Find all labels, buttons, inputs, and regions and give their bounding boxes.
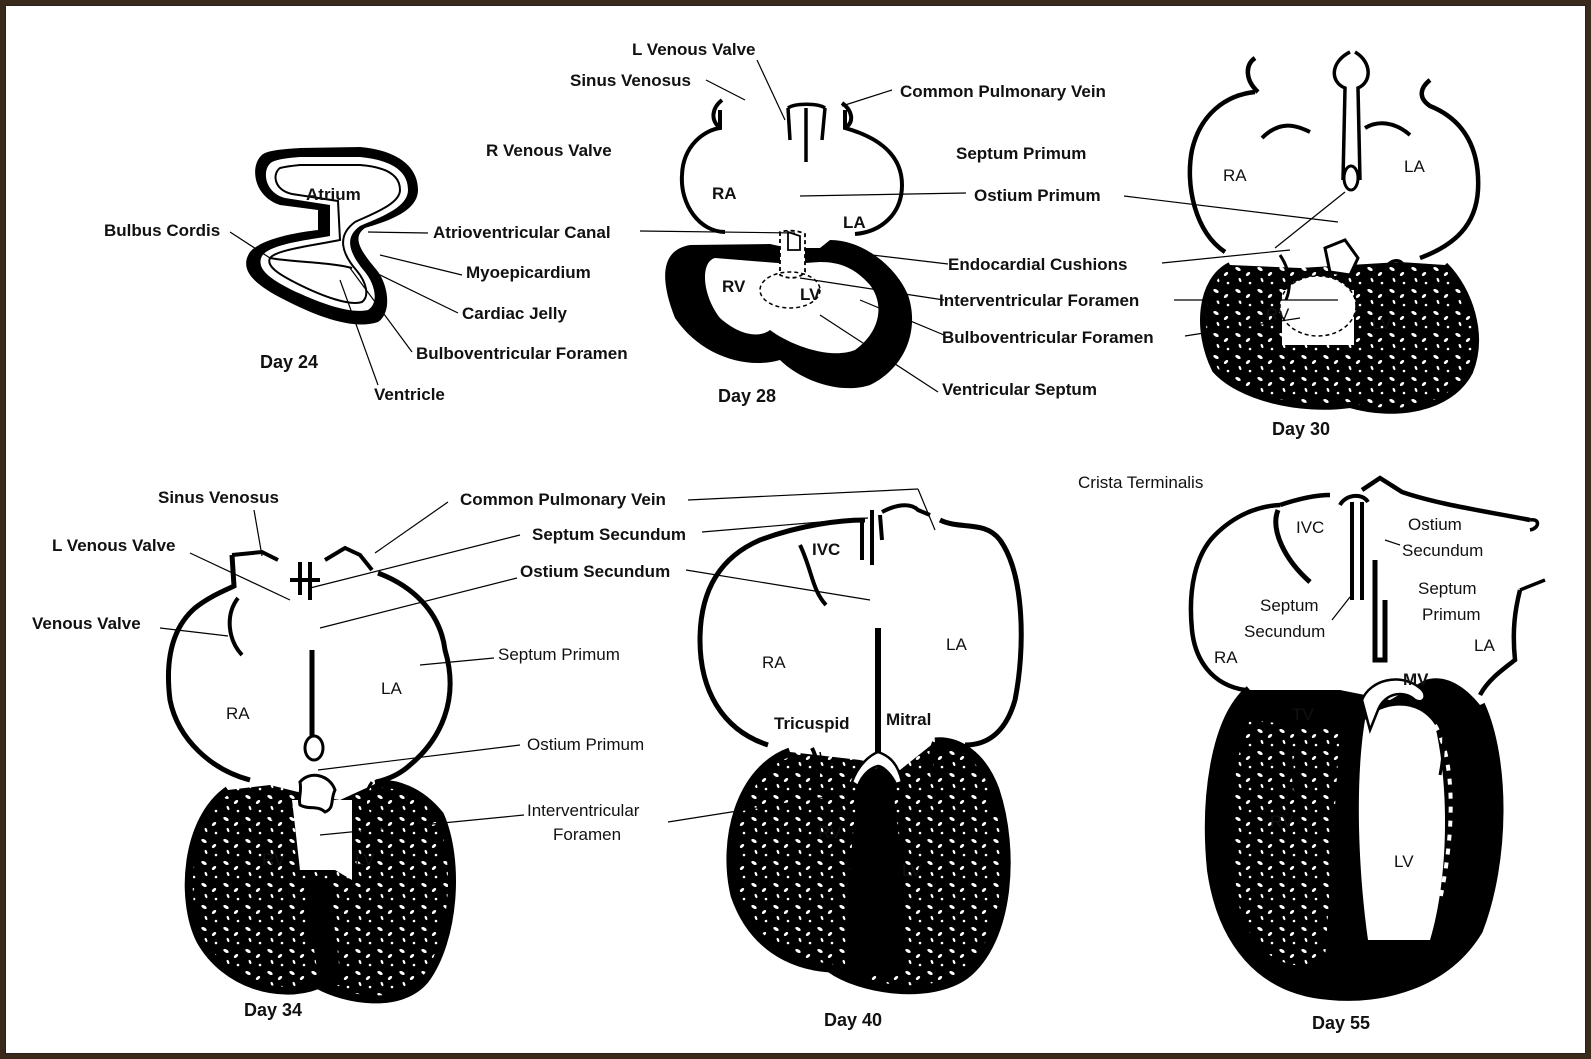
day28-rv-label: RV (722, 278, 745, 295)
day55-heart (1191, 478, 1545, 996)
day28-l-venous-valve-label: L Venous Valve (632, 41, 755, 58)
day34-sinus-venosus-label: Sinus Venosus (158, 489, 279, 506)
day55-rv-label: RV (1270, 813, 1293, 830)
day40-ra-label: RA (762, 654, 786, 671)
day55-septum-secundum-line1: Septum (1260, 597, 1319, 614)
day40-mitral-label: Mitral (886, 711, 931, 728)
day30-heart (1190, 52, 1478, 411)
day28-r-venous-valve-label: R Venous Valve (486, 142, 612, 159)
day55-la-label: LA (1474, 637, 1495, 654)
day34-ra-label: RA (226, 705, 250, 722)
day34-heart (168, 548, 452, 999)
day55-ostium-label-line1: Ostium (1408, 516, 1462, 533)
day24-ventricle-label: Ventricle (374, 386, 445, 403)
day28-sinus-venosus-label: Sinus Venosus (570, 72, 691, 89)
day30-rv-label: RV (1266, 306, 1289, 323)
day40-heart (700, 505, 1021, 989)
day55-ostium-label-line2: Secundum (1402, 542, 1483, 559)
day24-heart-tube (246, 147, 418, 325)
endocardial-cushions-label: Endocardial Cushions (948, 256, 1127, 273)
foramen-label-lower: Foramen (553, 826, 621, 843)
day28-ra-label: RA (712, 185, 737, 202)
day40-lv-label: LV (902, 862, 922, 879)
day24-myoepicardium-label: Myoepicardium (466, 264, 591, 281)
day24-bulbus-cordis-label: Bulbus Cordis (104, 222, 220, 239)
day55-mv-label: MV (1403, 671, 1429, 688)
day55-leader-lines (1332, 540, 1400, 620)
septum-primum-label-upper: Septum Primum (956, 145, 1086, 162)
day30-ra-label: RA (1223, 167, 1247, 184)
day24-cardiac-jelly-label: Cardiac Jelly (462, 305, 567, 322)
day34-caption: Day 34 (244, 1001, 302, 1019)
ostium-primum-label-lower: Ostium Primum (527, 736, 644, 753)
day40-la-label: LA (946, 636, 967, 653)
day30-la-label: LA (1404, 158, 1425, 175)
day28-common-pulmonary-vein-label: Common Pulmonary Vein (900, 83, 1106, 100)
day34-venous-valve-label: Venous Valve (32, 615, 141, 632)
interventricular-label-lower: Interventricular (527, 802, 639, 819)
day55-crista-terminalis-label: Crista Terminalis (1078, 474, 1203, 491)
day55-caption: Day 55 (1312, 1014, 1370, 1032)
day24-bulboventricular-label: Bulboventricular Foramen (416, 345, 628, 362)
day40-tricuspid-label: Tricuspid (774, 715, 850, 732)
day24-av-canal-label: Atrioventricular Canal (433, 224, 611, 241)
day28-lv-label: LV (800, 286, 820, 303)
day55-tv-label: TV (1292, 706, 1314, 723)
day55-septum-primum-line2: Primum (1422, 606, 1481, 623)
day55-ra-label: RA (1214, 649, 1238, 666)
day40-caption: Day 40 (824, 1011, 882, 1029)
day28-ventricular-septum-label: Ventricular Septum (942, 381, 1097, 398)
day40-ivc-label: IVC (812, 541, 840, 558)
ostium-primum-label-upper: Ostium Primum (974, 187, 1101, 204)
day28-la-label: LA (843, 214, 866, 231)
day40-rv-label: RV (818, 824, 841, 841)
ostium-secundum-label-lower: Ostium Secundum (520, 563, 670, 580)
day30-lv-label: LV (1372, 315, 1392, 332)
bulboventricular-foramen-label-upper: Bulboventricular Foramen (942, 329, 1154, 346)
day55-lv-label: LV (1394, 853, 1414, 870)
common-pulmonary-vein-label-lower: Common Pulmonary Vein (460, 491, 666, 508)
interventricular-foramen-label-upper: Interventricular Foramen (939, 292, 1139, 309)
day24-caption: Day 24 (260, 353, 318, 371)
day24-atrium-label: Atrium (306, 186, 361, 203)
day34-la-label: LA (381, 680, 402, 697)
septum-primum-label-lower: Septum Primum (498, 646, 620, 663)
day55-ivc-label: IVC (1296, 519, 1324, 536)
day34-l-venous-valve-label: L Venous Valve (52, 537, 175, 554)
septum-secundum-label-lower: Septum Secundum (532, 526, 686, 543)
day28-caption: Day 28 (718, 387, 776, 405)
day55-septum-primum-line1: Septum (1418, 580, 1477, 597)
day34-lv-label: LV (355, 851, 375, 868)
day28-heart (665, 100, 912, 388)
day55-septum-secundum-line2: Secundum (1244, 623, 1325, 640)
day30-caption: Day 30 (1272, 420, 1330, 438)
day34-rv-label: RV (262, 851, 285, 868)
